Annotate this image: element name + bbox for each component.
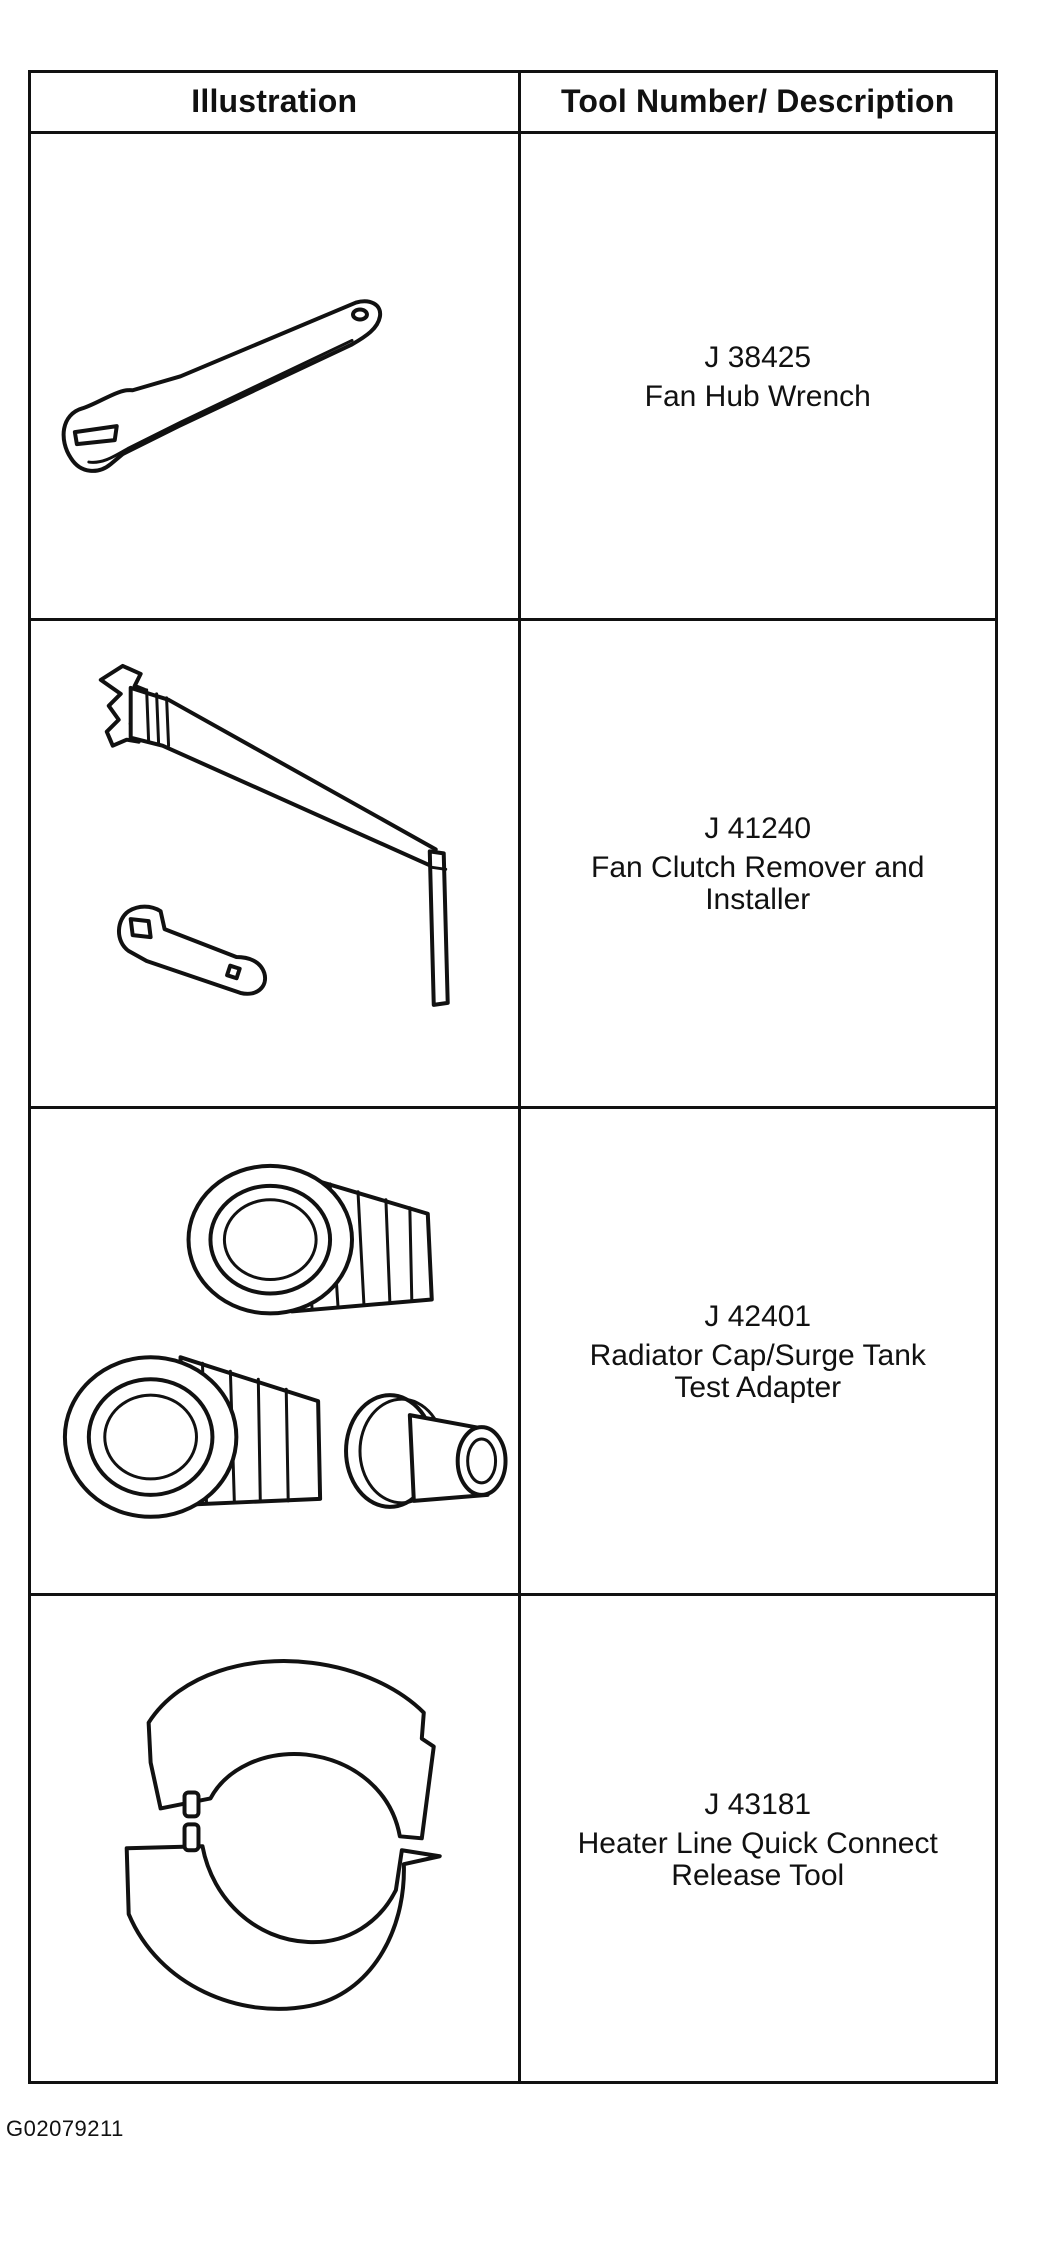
tool-number: J 42401 — [704, 1300, 812, 1334]
table-row: J 43181 Heater Line Quick Connect Releas… — [31, 1593, 995, 2081]
tool-description: Radiator Cap/Surge Tank Test Adapter — [589, 1339, 926, 1405]
special-tools-table-frame: Illustration Tool Number/ Description J … — [28, 70, 998, 2084]
tool-description-cell: J 43181 Heater Line Quick Connect Releas… — [517, 1593, 995, 2081]
fan-hub-wrench-icon — [61, 298, 383, 473]
column-header-tool-description: Tool Number/ Description — [517, 73, 995, 134]
tool-number: J 38425 — [704, 340, 812, 374]
quick-connect-release-tool-icon — [124, 1659, 442, 2012]
illustration-cell — [31, 1593, 521, 2081]
tool-description-cell: J 38425 Fan Hub Wrench — [517, 130, 995, 622]
radiator-cap-test-adapter-icon — [62, 1163, 508, 1519]
illustration-cell — [31, 618, 521, 1109]
tool-description-cell: J 42401 Radiator Cap/Surge Tank Test Ada… — [517, 1105, 995, 1597]
tool-description: Fan Hub Wrench — [644, 379, 871, 413]
figure-code: G02079211 — [6, 2116, 124, 2141]
tool-description: Heater Line Quick Connect Release Tool — [577, 1826, 938, 1892]
tool-number: J 41240 — [704, 812, 812, 846]
illustration-cell — [31, 130, 521, 622]
fan-clutch-remover-installer-icon — [98, 664, 450, 1008]
special-tools-table: Illustration Tool Number/ Description J … — [31, 73, 995, 2081]
tool-description-cell: J 41240 Fan Clutch Remover and Installer — [517, 618, 995, 1109]
table-row: J 42401 Radiator Cap/Surge Tank Test Ada… — [31, 1105, 995, 1597]
table-row: J 41240 Fan Clutch Remover and Installer — [31, 618, 995, 1109]
tool-number: J 43181 — [704, 1787, 812, 1821]
tool-description: Fan Clutch Remover and Installer — [591, 851, 925, 917]
table-row: J 38425 Fan Hub Wrench — [31, 130, 995, 622]
table-header-row: Illustration Tool Number/ Description — [31, 73, 995, 134]
illustration-cell — [31, 1105, 521, 1597]
column-header-illustration: Illustration — [31, 73, 521, 134]
